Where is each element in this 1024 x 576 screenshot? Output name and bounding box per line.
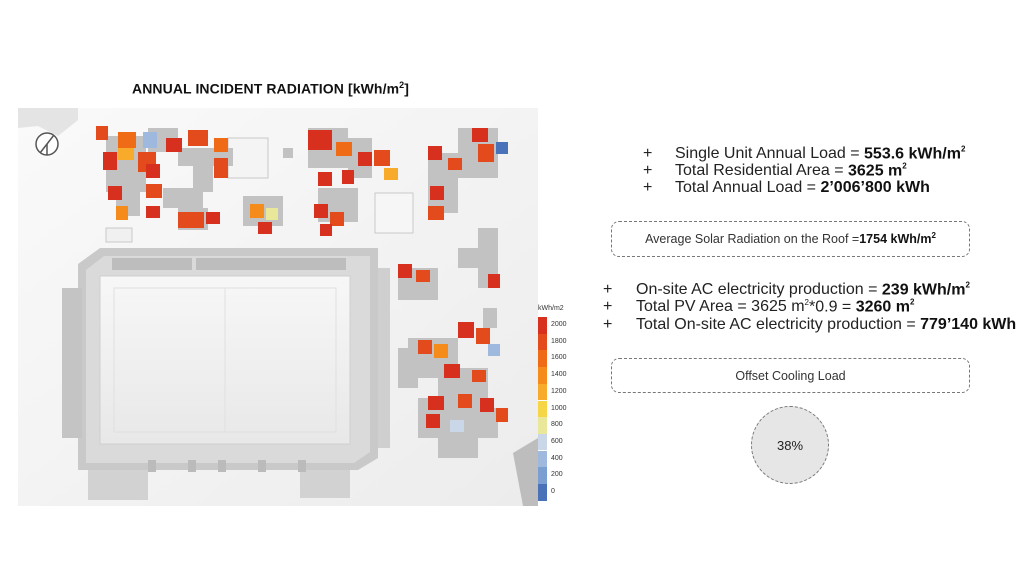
legend-swatch	[538, 467, 547, 484]
legend-label: 0	[551, 488, 555, 495]
stadium	[62, 248, 390, 500]
legend-swatch	[538, 484, 547, 501]
legend-swatch	[538, 417, 547, 434]
pv-roof-panels	[96, 126, 508, 432]
stat-onsite-ac-production: + On-site AC electricity production = 239…	[603, 281, 970, 299]
stat-single-unit-load: + Single Unit Annual Load = 553.6 kWh/m2	[643, 145, 965, 163]
courtyard	[227, 137, 269, 179]
legend-label: 2000	[551, 321, 567, 328]
north-arrow-icon	[35, 132, 59, 156]
offset-cooling-load-label: Offset Cooling Load	[735, 368, 846, 383]
stat-label: Total On-site AC electricity production …	[636, 316, 921, 333]
stat-value: 779’140 kWh	[920, 316, 1017, 333]
legend-label: 1400	[551, 371, 567, 379]
stat-label: On-site AC electricity production =	[636, 281, 882, 299]
title-text: ANNUAL INCIDENT RADIATION [kWh/m	[132, 80, 400, 97]
bullet: +	[643, 145, 653, 163]
legend-swatch	[538, 400, 547, 417]
stat-value: 553.6 kWh/m	[864, 145, 961, 163]
stat-unit-superscript: 2	[965, 281, 970, 290]
legend-swatch	[538, 350, 547, 367]
legend-swatch	[538, 450, 547, 468]
stat-value: 2’006’800 kWh	[820, 179, 930, 196]
bullet: +	[603, 281, 613, 299]
legend-swatch	[538, 317, 547, 334]
stat-value: 239 kWh/m	[881, 281, 966, 299]
legend-label: 400	[551, 454, 563, 462]
legend-swatch	[538, 433, 547, 451]
offset-percentage-circle: 38%	[751, 406, 829, 484]
corner-building	[513, 438, 538, 506]
stat-unit-superscript: 2	[909, 298, 915, 307]
legend-label: 1600	[551, 354, 567, 362]
stat-unit-superscript: 2	[902, 162, 907, 171]
stat-label: Total Residential Area =	[675, 162, 848, 180]
legend-swatch	[538, 383, 547, 401]
stat-unit-superscript: 2	[960, 145, 966, 154]
solar-radiation-label: Average Solar Radiation on the Roof =	[645, 232, 860, 246]
stat-total-onsite-ac-production: + Total On-site AC electricity production…	[603, 316, 1016, 334]
courtyard	[105, 227, 133, 243]
stat-label: Total Annual Load =	[675, 179, 821, 196]
stat-label: Single Unit Annual Load =	[675, 145, 865, 163]
title-close: ]	[404, 80, 409, 97]
stat-value: 3260 m	[855, 298, 910, 316]
stat-total-residential-area: + Total Residential Area = 3625 m2	[643, 162, 907, 180]
title-superscript: 2	[399, 80, 405, 90]
courtyard	[374, 192, 414, 234]
legend-label: 600	[551, 437, 563, 445]
solar-radiation-value: 1754 kWh/m	[859, 232, 932, 246]
chart-title: ANNUAL INCIDENT RADIATION [kWh/m2]	[132, 80, 409, 97]
solar-radiation-superscript: 2	[931, 231, 936, 241]
legend-swatch	[538, 333, 547, 351]
stat-label-superscript: 2	[804, 298, 809, 307]
legend-swatch	[538, 367, 547, 384]
legend-label: 1800	[551, 337, 567, 345]
stat-label-suffix: *0.9 =	[809, 298, 856, 316]
offset-cooling-load-box: Offset Cooling Load	[611, 358, 970, 393]
offset-percentage-value: 38%	[776, 437, 804, 453]
stat-total-pv-area: +Total PV Area = 3625 m2*0.9 = 3260 m2	[603, 298, 914, 316]
stat-label: Total PV Area = 3625 m	[636, 298, 805, 316]
legend-label: 800	[551, 421, 563, 429]
solar-radiation-box: Average Solar Radiation on the Roof = 17…	[611, 221, 970, 257]
legend-unit: kWh/m2	[538, 305, 564, 312]
legend-label: 200	[551, 471, 563, 479]
stat-total-annual-load: + Total Annual Load = 2’006’800 kWh	[643, 179, 930, 197]
site-radiation-map	[18, 108, 538, 506]
bullet: +	[643, 179, 653, 196]
bullet: +	[603, 316, 613, 333]
stat-value: 3625 m	[848, 162, 903, 180]
bullet: +	[643, 162, 653, 180]
bullet: +	[603, 298, 613, 316]
legend-label: 1200	[551, 387, 567, 395]
legend-label: 1000	[551, 404, 567, 412]
road	[18, 108, 78, 136]
